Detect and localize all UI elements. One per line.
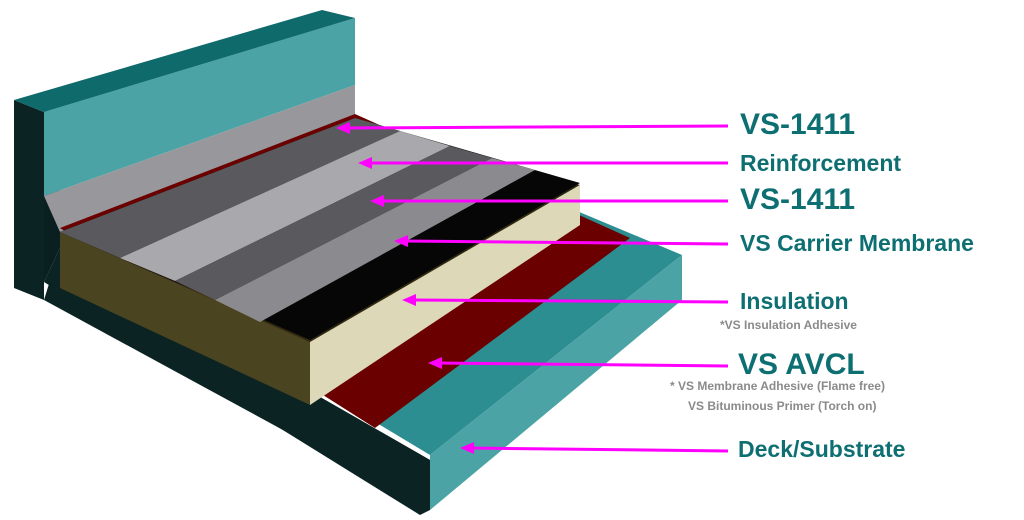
label-deck: Deck/Substrate: [738, 436, 906, 462]
label-carrier-membrane: VS Carrier Membrane: [740, 230, 974, 256]
arrow-carrier-membrane: [403, 239, 729, 246]
arrowhead-avcl: [428, 357, 442, 369]
arrow-deck: [469, 446, 729, 453]
arrowhead-reinforcement: [358, 157, 372, 169]
membrane-strip-mid: [215, 158, 535, 322]
label-reinforcement: Reinforcement: [740, 150, 902, 176]
arrowhead-base-coat: [370, 195, 384, 207]
upstand-wall-top: [14, 10, 355, 112]
label-top-coat: VS-1411: [740, 108, 856, 141]
membrane-strip-light: [120, 131, 450, 281]
insulation-face: [310, 185, 580, 405]
arrowhead-deck: [460, 442, 474, 454]
deck-right-face: [430, 255, 682, 510]
label-base-coat: VS-1411: [740, 183, 856, 216]
upstand-wall-face: [44, 18, 355, 196]
wall-end-face: [14, 100, 44, 300]
arrow-top-coat: [345, 124, 729, 130]
note-bituminous-primer: VS Bituminous Primer (Torch on): [688, 399, 877, 413]
label-avcl: VS AVCL: [738, 348, 865, 381]
arrowhead-top-coat: [336, 122, 350, 134]
membrane-strip-dark: [60, 118, 400, 258]
arrowhead-insulation: [402, 294, 416, 306]
upstand-membrane: [44, 85, 355, 232]
arrow-avcl: [437, 361, 729, 368]
arrowhead-carrier-membrane: [394, 235, 408, 247]
label-insulation: Insulation: [740, 288, 849, 314]
insulation-side: [60, 232, 310, 405]
arrow-insulation: [411, 298, 729, 304]
membrane-strip-dark-2: [175, 146, 492, 300]
arrow-group: [336, 122, 729, 454]
note-membrane-adhesive: * VS Membrane Adhesive (Flame free): [670, 379, 885, 393]
note-insulation-adhesive: *VS Insulation Adhesive: [720, 318, 857, 332]
